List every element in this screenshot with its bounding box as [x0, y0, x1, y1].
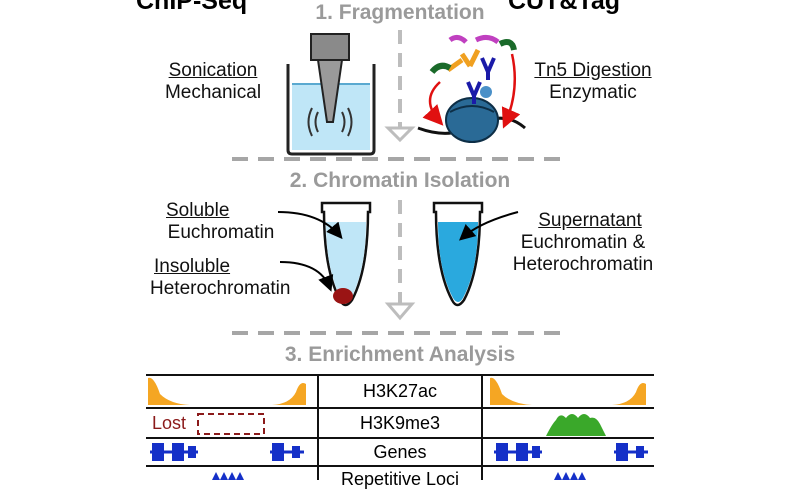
- genes-cuttag-track: [494, 443, 648, 461]
- tn5-subtitle: Enzymatic: [549, 82, 637, 103]
- sonication-subtitle: Mechanical: [164, 82, 262, 103]
- soluble-label: Soluble Euchromatin: [160, 200, 282, 244]
- soluble-arrow: [277, 211, 343, 240]
- repetitive-loci-chip-track: [212, 472, 244, 480]
- cuttag-tube-icon: [432, 201, 484, 307]
- step-chromatin-isolation-title: 2. Chromatin Isolation: [289, 169, 511, 192]
- center-flow-arrow-2: [384, 200, 416, 321]
- step-enrichment-analysis-title: 3. Enrichment Analysis: [284, 343, 516, 366]
- chip-seq-header: ChIP-Seq: [136, 0, 248, 15]
- tn5-nucleosome-icon: [417, 34, 527, 143]
- lost-label: Lost: [152, 413, 187, 433]
- supernatant-arrow: [459, 211, 519, 241]
- sonication-label: Sonication Mechanical: [148, 60, 278, 104]
- supernatant-line1: Euchromatin &: [520, 232, 646, 253]
- insoluble-subtitle: Heterochromatin: [150, 278, 291, 299]
- h3k9me3-cuttag-peak: [546, 414, 606, 436]
- row-label-h3k27ac: H3K27ac: [362, 381, 438, 401]
- diagram-graphics: [146, 30, 654, 480]
- h3k27ac-chip-peaks: [148, 377, 306, 405]
- insoluble-arrow: [279, 261, 334, 292]
- chip-tube-icon: [320, 201, 372, 307]
- insoluble-title: Insoluble: [154, 256, 231, 277]
- row-label-h3k9me3: H3K9me3: [359, 413, 441, 433]
- supernatant-label: Supernatant Euchromatin & Heterochromati…: [500, 210, 666, 276]
- cut-and-tag-header: CUT&Tag: [508, 0, 621, 15]
- repetitive-loci-cuttag-track: [554, 472, 586, 480]
- row-label-genes: Genes: [373, 442, 427, 462]
- supernatant-line2: Heterochromatin: [512, 254, 654, 275]
- insoluble-label: Insoluble Heterochromatin: [150, 256, 291, 300]
- sonication-beaker-icon: [286, 33, 376, 156]
- center-flow-arrow-1: [384, 30, 416, 143]
- sonication-title: Sonication: [168, 60, 258, 81]
- enrichment-table-grid: [146, 374, 654, 480]
- step-fragmentation-title: 1. Fragmentation: [315, 1, 485, 24]
- soluble-subtitle: Euchromatin: [167, 222, 275, 243]
- tn5-label: Tn5 Digestion Enzymatic: [518, 60, 668, 104]
- soluble-title: Soluble: [166, 200, 230, 221]
- h3k27ac-cuttag-peaks: [490, 377, 646, 405]
- genes-chip-track: [150, 443, 304, 461]
- tn5-title: Tn5 Digestion: [534, 60, 652, 81]
- lost-signal-box: [197, 413, 265, 435]
- supernatant-title: Supernatant: [538, 210, 642, 231]
